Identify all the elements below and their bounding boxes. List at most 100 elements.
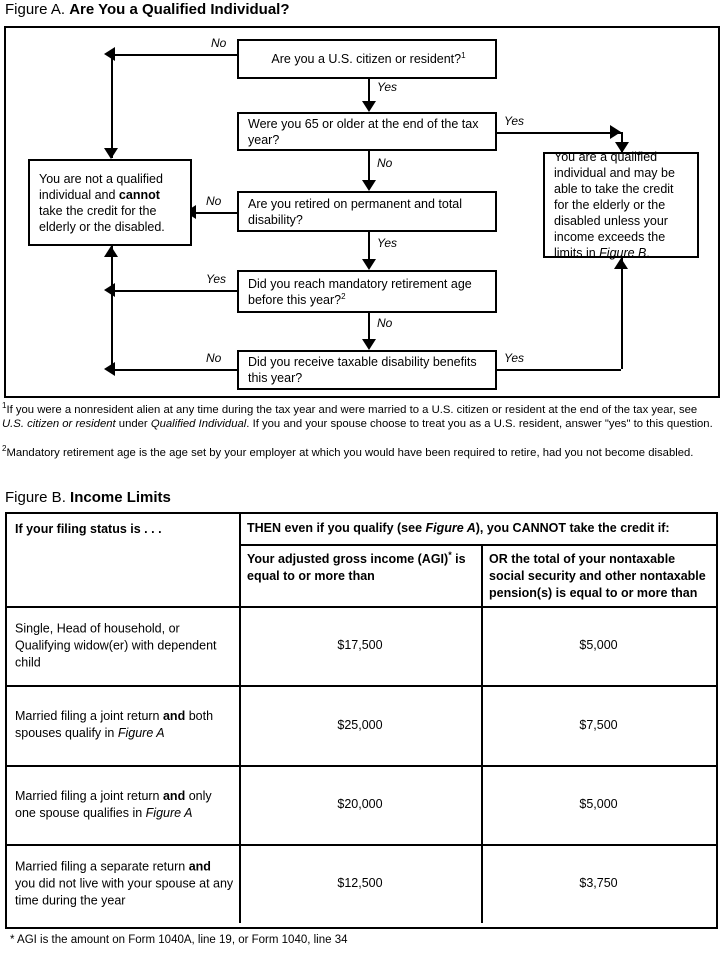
node-q2-age-65: Were you 65 or older at the end of the t… [237,112,497,151]
node-outcome-not-qualified: You are not a qualified individual and c… [28,159,192,246]
row-2-status-bold: and [162,788,186,803]
figure-a-footnote-2: 2Mandatory retirement age is the age set… [2,444,721,460]
header-col2-part-b: is equal to or more than [247,552,466,583]
table-row-divider-3 [7,844,716,846]
node-outcome-qualified: You are a qualified individual and may b… [543,150,699,260]
footnote-1-part-c: . If you and your spouse choose to treat… [246,418,713,431]
table-row: Single, Head of household, or Qualifying… [7,606,239,685]
outcome-not-qualified-text-1: You are not a qualified individual and [39,171,163,202]
table-column-divider-1 [239,514,241,923]
edge-q5-no-arrowhead [104,362,115,376]
edge-label-q1-yes: Yes [376,80,399,94]
outcome-not-qualified-emphasis: cannot [118,187,160,202]
table-header-filing-status: If your filing status is . . . [7,514,239,606]
edge-left-riser-vertical [111,246,113,369]
edge-label-q3-yes: Yes [376,236,399,250]
node-q1-citizen-or-resident: Are you a U.S. citizen or resident?1 [237,39,497,79]
node-q5-text: Did you receive taxable disability benef… [248,355,477,385]
row-1-nontaxable-value: $7,500 [579,717,618,732]
edge-q5-yes-vertical [621,258,623,369]
footnote-1-marker: 1 [2,401,7,411]
edge-q2-yes-horizontal [497,132,621,134]
edge-label-q2-yes: Yes [503,114,526,128]
figure-a-flowchart: No Yes Yes No No Yes Yes No No Yes Are y… [4,26,720,398]
footnote-1-italic-1: U.S. citizen or resident [2,418,116,431]
outcome-qualified-text-1: You are a qualified individual and may b… [554,150,675,260]
header-col3-text: OR the total of your nontaxable social s… [489,552,706,600]
row-2-agi-value: $20,000 [337,797,383,811]
row-1-status-pre: Married filing a joint return [15,709,163,723]
edge-q2-no-vertical [368,151,370,182]
header-col1-text: If your filing status is . . . [15,522,162,536]
table-row-divider-2 [7,765,716,767]
edge-label-q5-yes: Yes [503,351,526,365]
footnote-1-italic-2: Qualified Individual [150,418,247,431]
row-1-agi-value: $25,000 [337,717,383,732]
footnote-2-marker: 2 [2,444,7,454]
figure-a-footnote-1: 1If you were a nonresident alien at any … [2,401,721,431]
edge-label-q1-no: No [210,36,228,50]
row-3-status-bold: and [188,859,211,873]
edge-q1-no-vertical [111,54,113,158]
header-span-part-a: THEN even if you qualify (see [247,521,426,535]
edge-q2-no-arrowhead [362,180,376,191]
row-2-nontaxable-value: $5,000 [579,797,618,811]
edge-q1-no-arrow-down [104,148,118,159]
outcome-not-qualified-text-2: take the credit for the elderly or the d… [39,203,165,234]
footnote-2-text: Mandatory retirement age is the age set … [6,447,694,459]
row-1-status-post: both spouses qualify in [15,709,214,740]
figure-a-label: Figure A. [5,1,66,18]
table-row: Married filing a joint return and only o… [7,765,239,844]
figure-b-footnote: * AGI is the amount on Form 1040A, line … [10,934,348,946]
table-header-span: THEN even if you qualify (see Figure A),… [239,514,716,544]
header-span-figure-ref: Figure A [425,521,476,535]
figure-b-label: Figure B. [5,489,66,506]
node-q4-footnote-ref: 2 [341,291,346,301]
edge-label-q2-no: No [376,156,394,170]
row-0-agi-value: $17,500 [337,638,383,652]
header-span-part-b: ), you CANNOT take the credit if: [475,521,670,535]
table-header-nontaxable: OR the total of your nontaxable social s… [481,544,716,606]
row-3-status-post: you did not live with your spouse at any… [15,876,234,907]
table-header-span-divider [239,544,716,546]
figure-b-title: Figure B. Income Limits [5,489,171,506]
node-q3-text: Are you retired on permanent and total d… [248,196,463,227]
row-0-nontaxable-value: $5,000 [579,638,618,652]
edge-q1-yes-arrowhead [362,101,376,112]
edge-label-q3-no: No [205,194,223,208]
node-q4-mandatory-retirement-age: Did you reach mandatory retirement age b… [237,270,497,313]
edge-q4-yes-arrowhead [104,283,115,297]
row-2-status-italic: Figure A [145,805,193,820]
figure-a-title: Figure A. Are You a Qualified Individual… [5,1,290,18]
edge-label-q4-yes: Yes [205,272,228,286]
edge-q3-yes-vertical [368,232,370,261]
row-1-status-bold: and [162,709,186,723]
edge-q1-no-arrowhead [104,47,115,61]
outcome-qualified-text-2: . [646,246,650,260]
table-row-divider-1 [7,685,716,687]
edge-q2-yes-arrowhead [610,125,621,139]
table-column-divider-2 [481,544,483,923]
header-col2-part-a: Your adjusted gross income (AGI) [247,552,449,566]
edge-q4-yes-horizontal [111,290,237,292]
edge-q5-yes-horizontal [497,369,621,371]
edge-q3-no-horizontal [192,212,237,214]
edge-label-q5-no: No [205,351,223,365]
row-3-status-pre: Married filing a separate return [15,859,189,873]
footnote-1-part-a: If you were a nonresident alien at any t… [6,404,698,416]
row-1-status-italic: Figure A [117,726,165,740]
row-3-agi-value: $12,500 [337,876,383,890]
table-header-agi: Your adjusted gross income (AGI)* is equ… [239,544,481,606]
edge-q1-no-horizontal [111,54,237,56]
edge-q3-yes-arrowhead [362,259,376,270]
row-3-nontaxable-value: $3,750 [579,876,618,890]
row-0-status-pre: Single, Head of household, or Qualifying… [15,621,217,669]
figure-b-income-limits-table: If your filing status is . . . THEN even… [5,512,718,929]
table-row: Married filing a separate return and you… [7,844,239,923]
node-q4-text: Did you reach mandatory retirement age b… [248,276,472,307]
row-2-status-pre: Married filing a joint return [15,788,163,803]
figure-b-heading: Income Limits [70,489,171,506]
figure-a-heading: Are You a Qualified Individual? [69,1,290,18]
node-q1-text: Are you a U.S. citizen or resident? [271,52,462,66]
table-row: Married filing a joint return and both s… [7,685,239,765]
